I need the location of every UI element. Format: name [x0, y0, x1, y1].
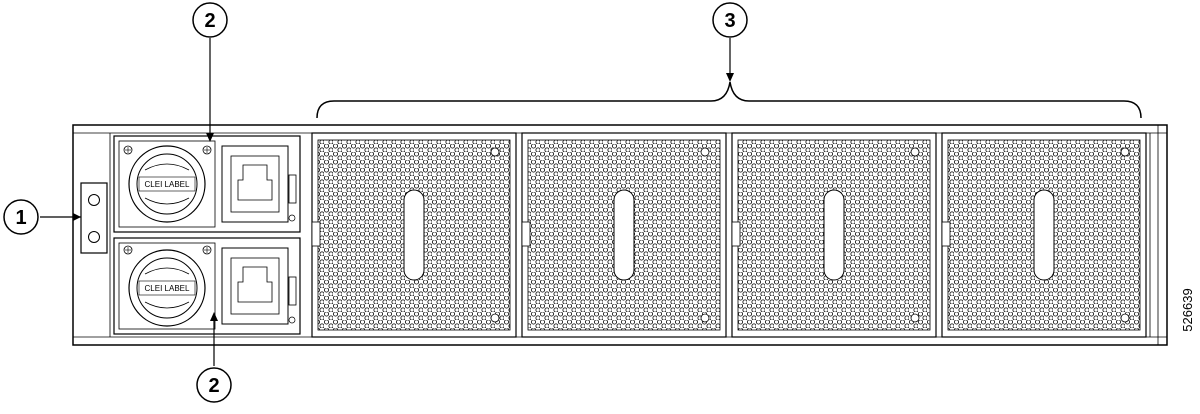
fan-module-4 [941, 132, 1147, 338]
fan-module-3 [731, 132, 937, 338]
fan-modules-bracket [316, 81, 1142, 119]
fan-module-1 [311, 132, 517, 338]
callout-1-arrowhead [73, 213, 81, 221]
callout-3-arrowhead [726, 73, 734, 82]
psu-bottom-clei-label: CLEI LABEL [145, 284, 190, 293]
callout-2-top-arrowhead [206, 133, 214, 142]
callout-2-bottom: 2 [196, 367, 232, 403]
psu-bottom: CLEI LABEL [113, 237, 301, 335]
callout-3: 3 [712, 2, 748, 38]
callout-2-top-number: 2 [204, 10, 215, 32]
fan-module-2 [521, 132, 727, 338]
figure-id: 526639 [1180, 288, 1195, 331]
callout-2-top: 2 [192, 2, 228, 38]
chassis-handle-bracket [80, 182, 108, 254]
callout-2-bottom-arrowhead [210, 312, 218, 321]
psu-top-clei-label: CLEI LABEL [145, 180, 190, 189]
callout-3-number: 3 [724, 10, 735, 32]
callout-1: 1 [3, 199, 39, 235]
callout-2-bottom-number: 2 [208, 375, 219, 397]
psu-top: CLEI LABEL [113, 135, 301, 233]
callout-1-number: 1 [15, 207, 26, 229]
